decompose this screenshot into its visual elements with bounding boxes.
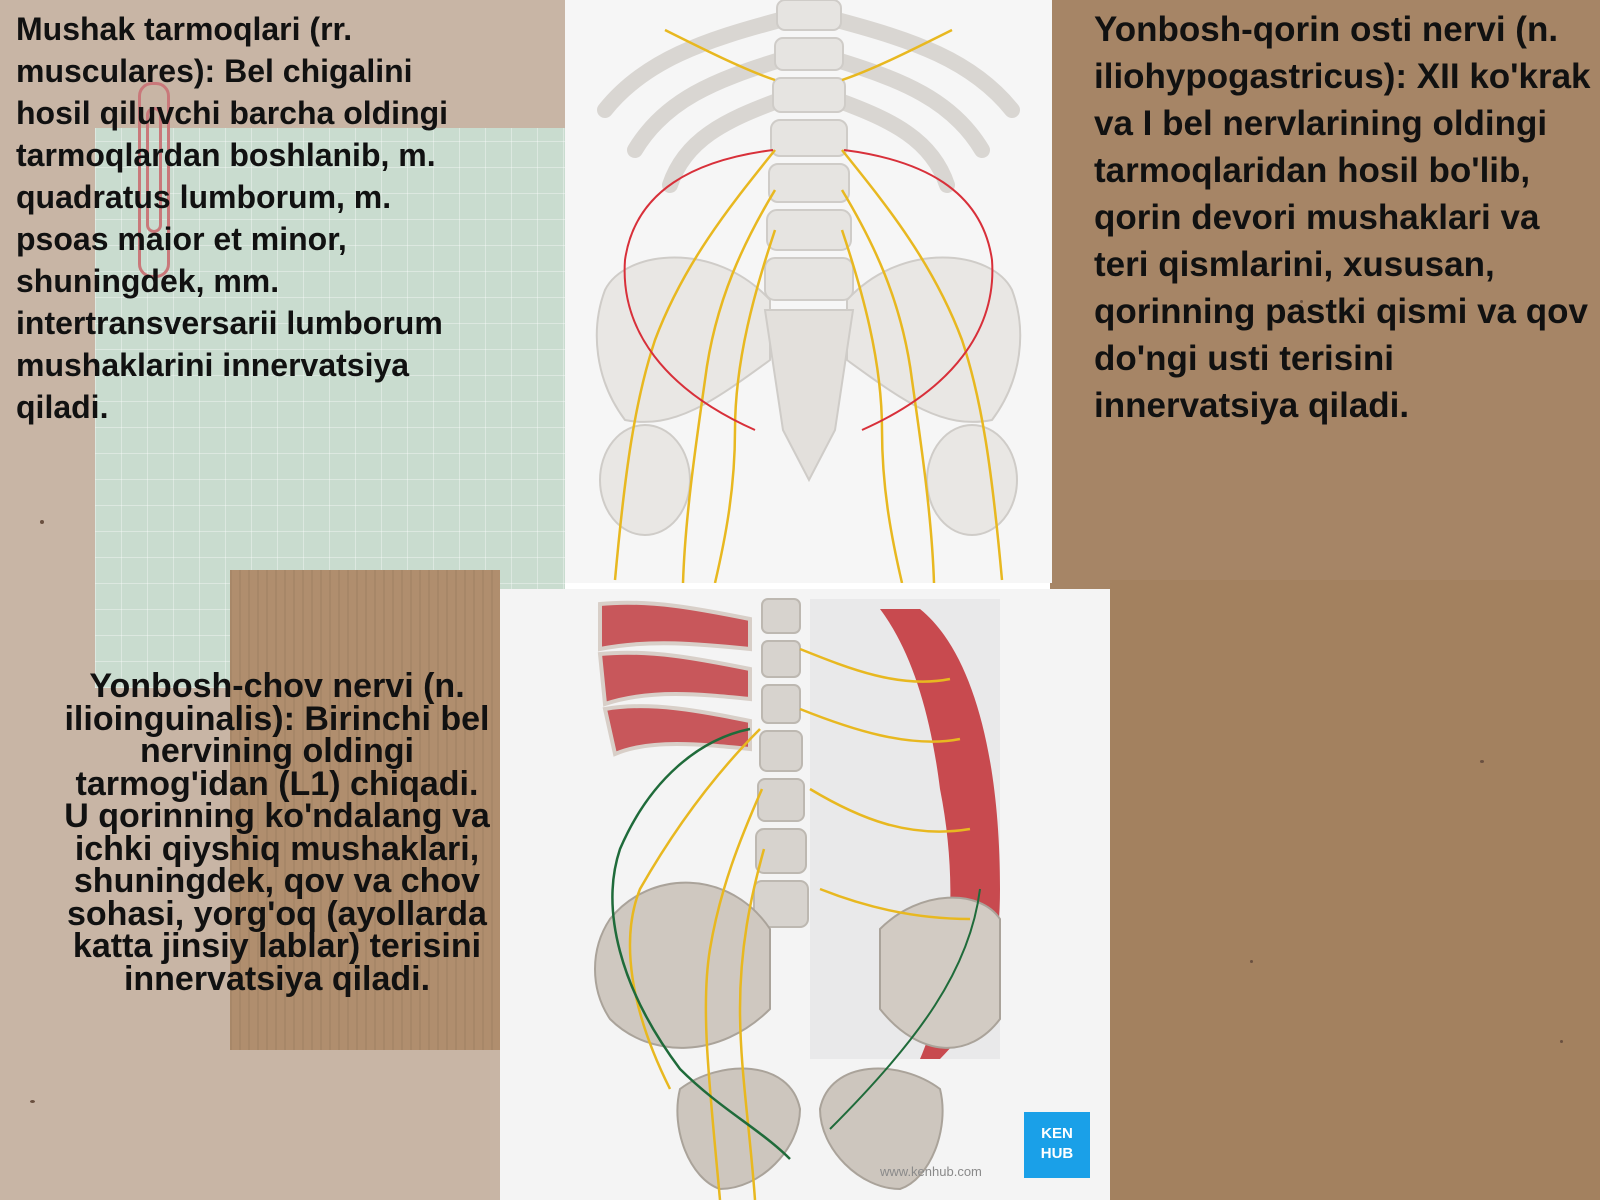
lumbar-plexus-drawing: [595, 0, 1022, 583]
speckle: [1480, 760, 1484, 763]
vertebra: [753, 880, 809, 928]
muscular-branches-text: Mushak tarmoqlari (rr. musculares): Bel …: [16, 11, 449, 425]
ilioinguinal-nerve-text: Yonbosh-chov nervi (n. ilioinguinalis): …: [64, 667, 490, 998]
vertebra: [764, 257, 854, 301]
kenhub-logo-line2: HUB: [1040, 1145, 1074, 1162]
vertebra: [761, 684, 801, 724]
kenhub-logo-line1: KEN: [1041, 1125, 1073, 1142]
ilioinguinal-highlight-right: [829, 888, 981, 1130]
left-femoral-head: [599, 424, 691, 536]
iliohypogastric-nerve-text: Yonbosh-qorin osti nervi (n. iliohypogas…: [1094, 10, 1591, 425]
nerve: [628, 728, 761, 1090]
nerve: [809, 787, 971, 833]
rib: [597, 12, 788, 118]
rib-muscle: [598, 600, 752, 652]
rib: [662, 92, 788, 193]
abdominal-wall-drawing: [594, 598, 1001, 1200]
speckle: [40, 520, 44, 524]
intercostal-nerve: [799, 647, 951, 683]
speckle: [1250, 960, 1253, 963]
left-pubic-bone: [676, 1067, 802, 1191]
vertebra: [776, 0, 842, 31]
abdominal-wall-illustration: [500, 589, 1110, 1200]
vertebra: [772, 77, 846, 113]
nerve: [713, 229, 777, 583]
nerve: [840, 189, 936, 583]
right-lower-background: [1110, 580, 1600, 1200]
iliohypogastric-highlight-right: [843, 149, 994, 431]
speckle: [1560, 1040, 1563, 1043]
lumbar-plexus-illustration: [565, 0, 1052, 583]
nerve: [738, 848, 766, 1200]
rib: [829, 12, 1020, 118]
right-iliac-wing: [846, 256, 1022, 423]
cardboard-patch: [230, 570, 500, 1050]
vertebra: [757, 778, 805, 822]
nerve: [681, 189, 777, 583]
right-iliac-wing: [879, 896, 1001, 1049]
rib-muscle: [597, 650, 752, 707]
intercostal-nerve: [841, 28, 953, 82]
vertebra: [774, 37, 844, 71]
rib: [829, 92, 955, 193]
kenhub-url: www.kenhub.com: [880, 1164, 982, 1179]
nerve: [819, 887, 971, 921]
vertebra: [768, 163, 850, 203]
rib: [627, 52, 788, 158]
nerve: [613, 149, 776, 581]
vertebra: [759, 730, 803, 772]
left-iliac-wing: [595, 256, 771, 423]
rib: [829, 52, 990, 158]
speckle: [1300, 300, 1303, 303]
vertebra: [761, 598, 801, 634]
intercostal-nerve: [664, 28, 776, 82]
nerve: [840, 229, 904, 583]
right-femoral-head: [926, 424, 1018, 536]
vertebra: [755, 828, 807, 874]
rib-muscle: [602, 704, 752, 757]
paperclip-icon: [138, 82, 170, 278]
iliohypogastric-highlight-left: [623, 149, 774, 431]
sacrum: [763, 309, 855, 483]
right-pubic-bone: [818, 1067, 944, 1191]
intercostal-nerve: [799, 707, 961, 743]
vertebra: [770, 119, 848, 157]
speckle: [30, 1100, 35, 1103]
left-iliac-wing: [594, 881, 771, 1049]
vertebra: [766, 209, 852, 251]
kenhub-logo: KEN HUB: [1024, 1112, 1090, 1178]
nerve: [841, 149, 1004, 581]
vertebra: [761, 640, 801, 678]
ilioinguinal-highlight: [611, 727, 791, 1160]
nerve: [704, 788, 764, 1200]
